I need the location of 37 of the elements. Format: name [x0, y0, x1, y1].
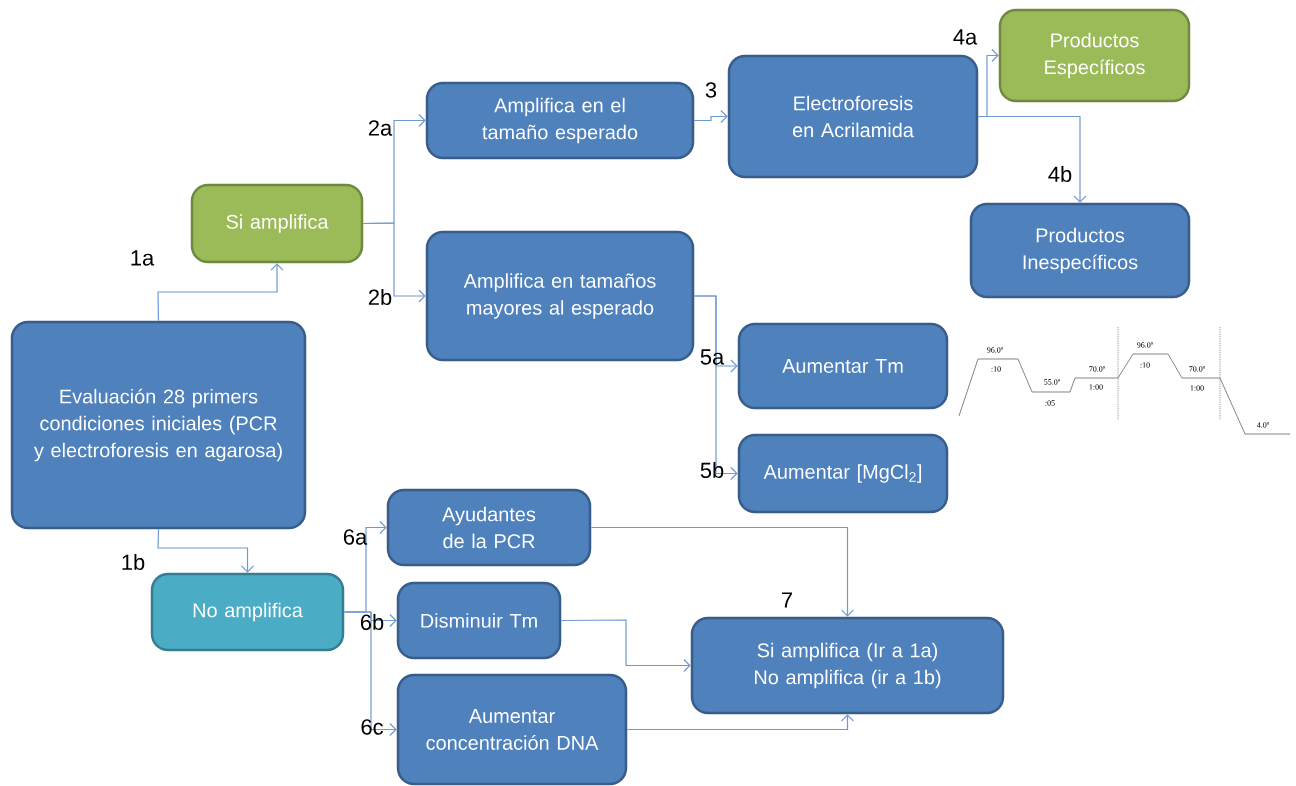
edge-label: 6a — [343, 529, 368, 545]
process-box: Si amplifica — [190, 183, 364, 264]
arrow — [157, 528, 255, 573]
process-box: Evaluación 28 primers condiciones iniciales (PCR y electroforesis en agarosa) — [10, 320, 307, 530]
arrow — [343, 611, 397, 737]
arrow — [977, 115, 1087, 203]
edge-label: 4b — [1048, 165, 1072, 183]
process-box: Ayudantes de la PCR — [386, 488, 592, 567]
arrow — [693, 295, 738, 481]
process-box: Amplifica en tamaños mayores al esperado — [425, 230, 695, 362]
process-box: Electroforesis en Acrilamida — [727, 54, 979, 179]
step-number: 7 — [782, 592, 792, 608]
arrow — [157, 263, 284, 322]
edge-label: 2b — [368, 288, 392, 306]
process-box: Aumentar Tm — [737, 322, 949, 410]
edge-label: 1b — [122, 553, 145, 571]
arrow — [590, 526, 855, 617]
edge-label: 5b — [700, 461, 724, 479]
process-box: Aumentar concentración DNA — [396, 673, 628, 786]
process-box: Amplifica en el tamaño esperado — [425, 81, 695, 160]
edge-label: 4a — [953, 29, 978, 45]
edge-label: 1a — [131, 250, 155, 266]
process-box: Aumentar [MgCl$_{2}$] — [737, 433, 949, 514]
process-box: Productos Inespecíficos — [969, 202, 1191, 299]
edge-label: 5a — [700, 349, 725, 365]
edge-label: 3 — [705, 82, 717, 98]
arrow — [362, 222, 426, 303]
process-box: Disminuir Tm — [396, 581, 562, 660]
process-box: Si amplifica (Ir a 1a) No amplifica (ir a 1b) — [690, 616, 1005, 715]
edge-label: 2a — [368, 120, 393, 136]
process-box: Productos Específicos — [998, 8, 1191, 103]
arrow — [560, 619, 691, 673]
arrow — [693, 109, 728, 124]
edge-label: 6b — [360, 613, 384, 631]
process-box: No amplifica — [150, 572, 345, 652]
arrow — [626, 714, 855, 731]
edge-label: 6c — [361, 719, 383, 735]
